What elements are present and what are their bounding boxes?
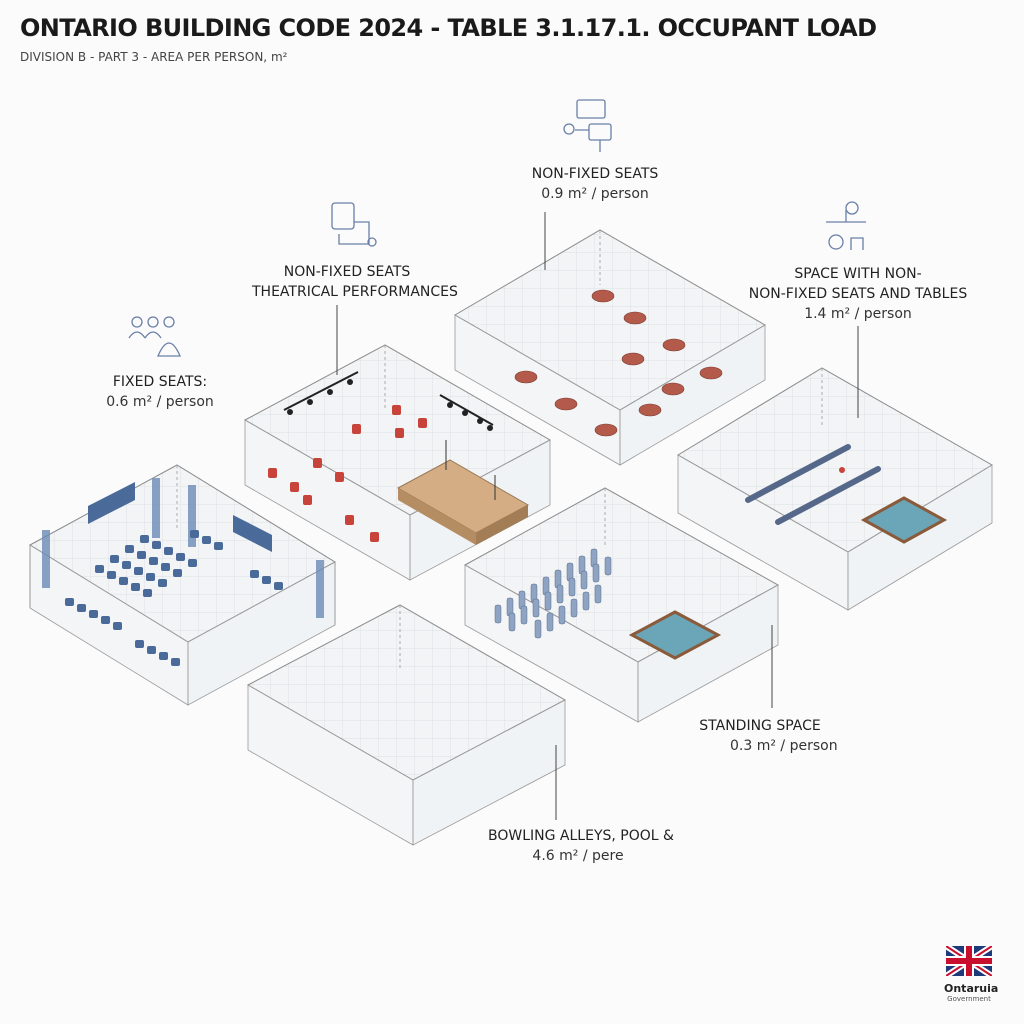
label-fixed-seats: FIXED SEATS: 0.6 m² / person: [106, 374, 214, 410]
people-icon: [128, 316, 181, 357]
logo-sub: Government: [947, 995, 991, 1003]
logo-name: Ontaruia: [944, 982, 999, 995]
room-seats-and-tables: [677, 367, 993, 611]
room-bowling-pool: [246, 604, 567, 846]
label-theatrical: NON-FIXED SEATS THEATRICAL PERFORMANCES: [252, 264, 458, 300]
page-title: ONTARIO BUILDING CODE 2024 - TABLE 3.1.1…: [20, 14, 877, 42]
room-non-fixed-seats: [454, 229, 766, 466]
flag-icon: [944, 943, 994, 979]
dining-icon: [826, 201, 866, 250]
page-subtitle: DIVISION B - PART 3 - AREA PER PERSON, m…: [20, 50, 288, 64]
label-standing-space: STANDING SPACE 0.3 m² / person: [699, 718, 838, 754]
ontario-logo: Ontaruia Government: [944, 943, 999, 1003]
label-bowling-pool: BOWLING ALLEYS, POOL & 4.6 m² / pere: [488, 828, 674, 864]
room-standing-space: [463, 487, 780, 723]
leader-lines: [336, 212, 859, 820]
room-fixed-seats: [29, 464, 336, 706]
label-seats-and-tables: SPACE WITH NON- NON-FIXED SEATS AND TABL…: [748, 266, 968, 322]
seating-plan-icon: [563, 99, 612, 152]
room-theatrical: [243, 344, 552, 581]
stage-props-icon: [331, 202, 377, 247]
label-non-fixed-seats: NON-FIXED SEATS 0.9 m² / person: [531, 166, 659, 202]
